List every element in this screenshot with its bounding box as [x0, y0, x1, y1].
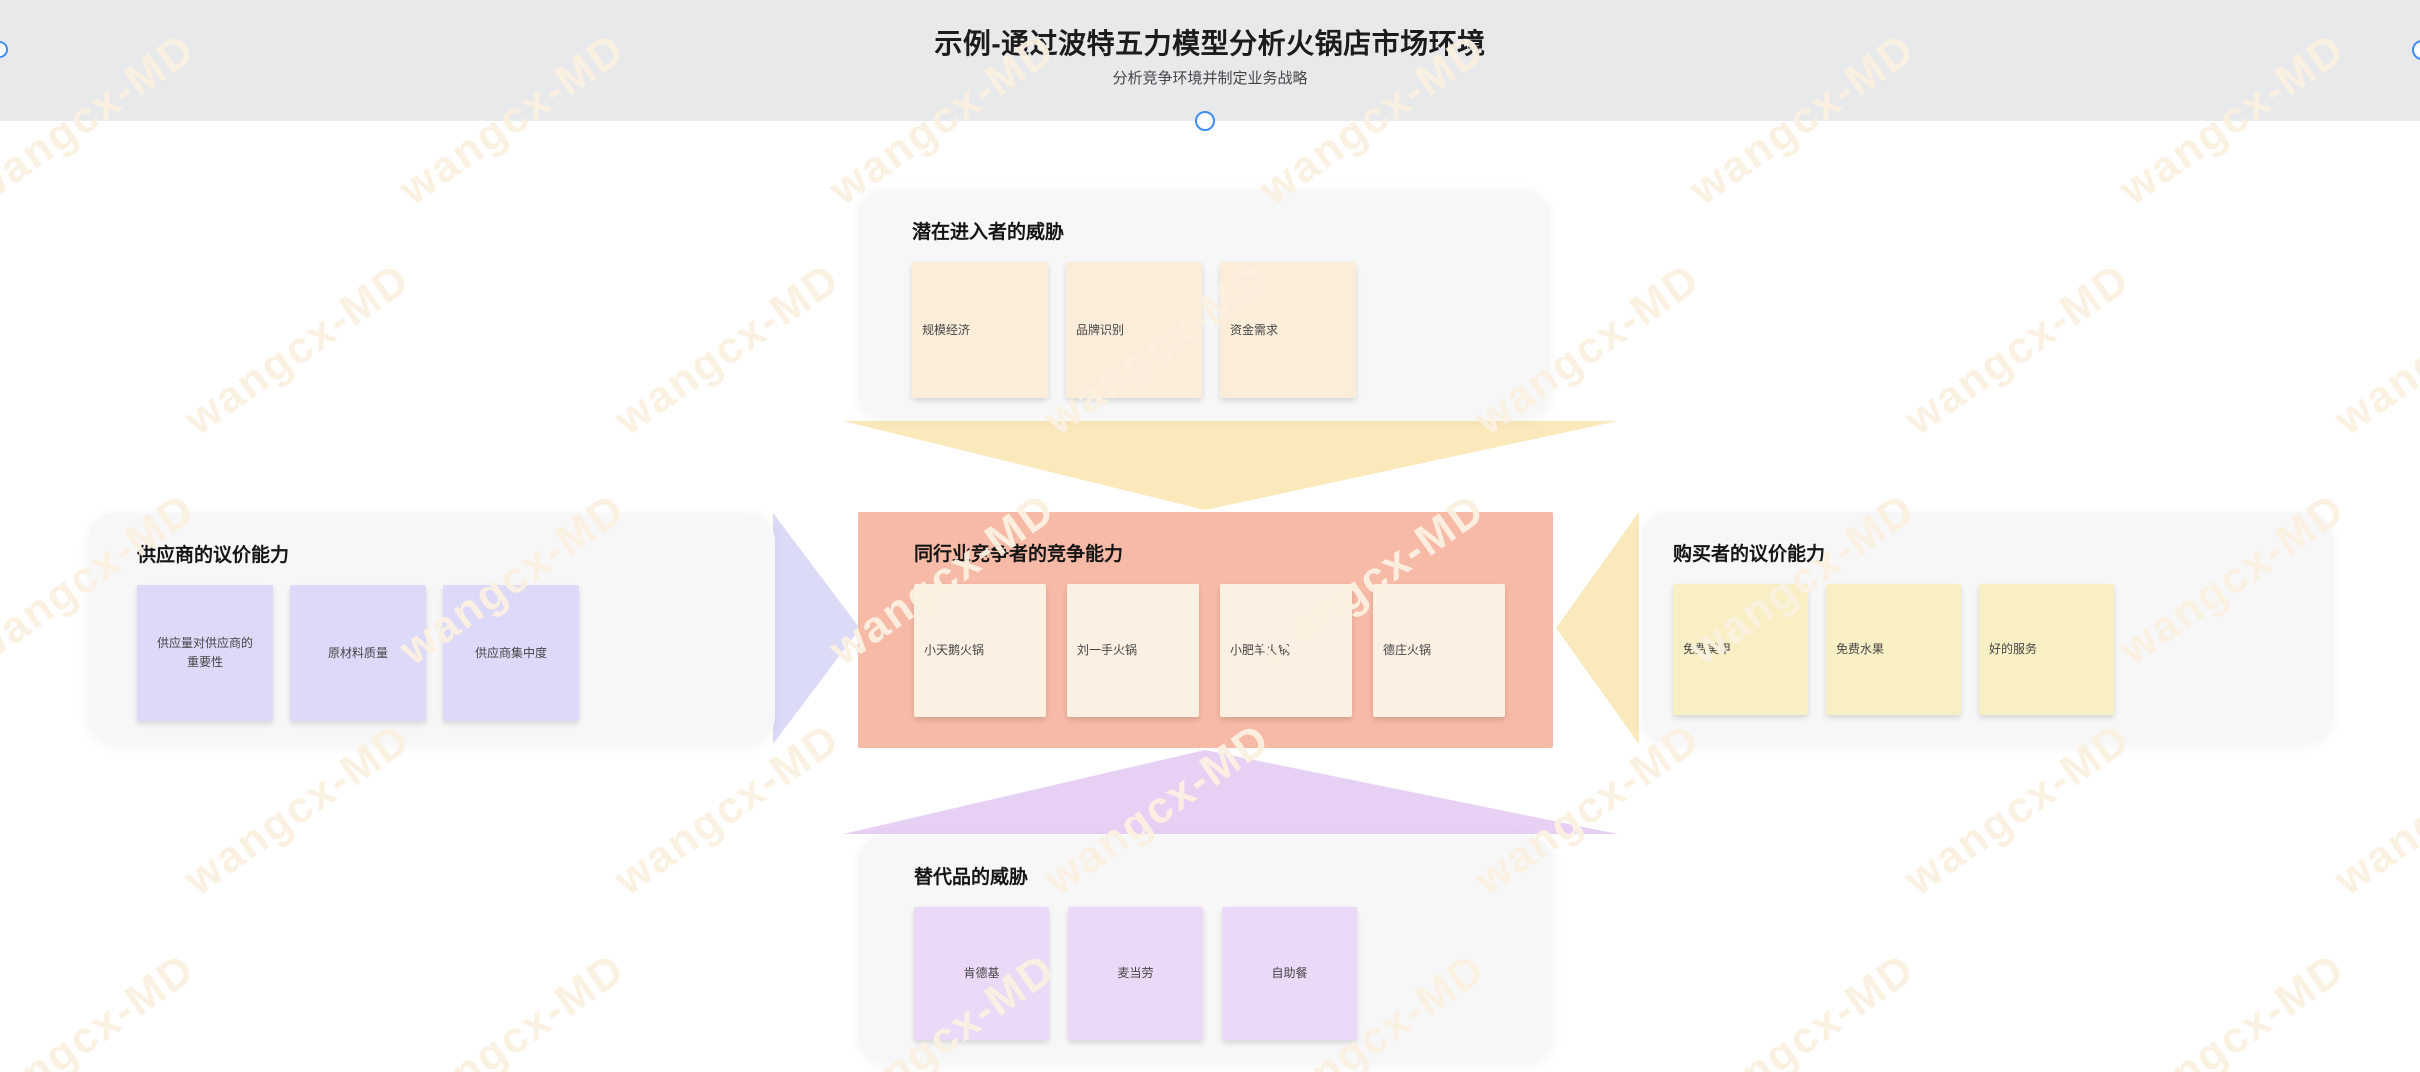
- card-row: 小天鹅火锅 刘一手火锅 小肥羊火锅 德庄火锅: [914, 584, 1553, 717]
- note-card[interactable]: 自助餐: [1222, 907, 1357, 1040]
- watermark-text: wangcx-MD: [390, 943, 634, 1072]
- header-band: 示例-通过波特五力模型分析火锅店市场环境 分析竞争环境并制定业务战略: [0, 0, 2420, 121]
- section-title: 供应商的议价能力: [137, 545, 290, 566]
- note-card[interactable]: 品牌识别: [1066, 262, 1202, 398]
- note-card[interactable]: 供应量对供应商的重要性: [137, 585, 273, 721]
- note-card[interactable]: 好的服务: [1979, 584, 2114, 715]
- arrow-top-to-center[interactable]: [843, 421, 1618, 510]
- note-card[interactable]: 规模经济: [912, 262, 1048, 398]
- note-card[interactable]: 德庄火锅: [1373, 584, 1505, 717]
- note-card[interactable]: 小天鹅火锅: [914, 584, 1046, 717]
- note-card[interactable]: 刘一手火锅: [1067, 584, 1199, 717]
- card-row: 肯德基 麦当劳 自助餐: [914, 907, 1553, 1040]
- watermark-text: wangcx-MD: [605, 253, 849, 445]
- watermark-text: wangcx-MD: [1680, 943, 1924, 1072]
- watermark-text: wangcx-MD: [2325, 713, 2420, 905]
- arrow-bottom-to-center[interactable]: [843, 750, 1618, 834]
- note-card[interactable]: 供应商集中度: [443, 585, 579, 721]
- watermark-text: wangcx-MD: [2110, 943, 2354, 1072]
- section-substitutes[interactable]: 替代品的威胁 肯德基 麦当劳 自助餐: [858, 835, 1553, 1063]
- note-card[interactable]: 小肥羊火锅: [1220, 584, 1352, 717]
- header-collapse-handle[interactable]: [1195, 111, 1215, 131]
- section-suppliers[interactable]: 供应商的议价能力 供应量对供应商的重要性 原材料质量 供应商集中度: [88, 513, 775, 744]
- note-card[interactable]: 免费美甲: [1673, 584, 1808, 715]
- section-title: 潜在进入者的威胁: [912, 222, 1065, 243]
- section-new-entrants[interactable]: 潜在进入者的威胁 规模经济 品牌识别 资金需求: [858, 190, 1550, 420]
- page-subtitle: 分析竞争环境并制定业务战略: [1112, 70, 1308, 87]
- arrow-left-to-center[interactable]: [773, 513, 860, 744]
- note-card[interactable]: 肯德基: [914, 907, 1049, 1040]
- section-title: 购买者的议价能力: [1673, 544, 1826, 565]
- watermark-text: wangcx-MD: [1895, 253, 2139, 445]
- section-title: 同行业竞争者的竞争能力: [914, 544, 1124, 565]
- card-row: 规模经济 品牌识别 资金需求: [912, 262, 1550, 398]
- card-row: 供应量对供应商的重要性 原材料质量 供应商集中度: [137, 585, 775, 721]
- card-row: 免费美甲 免费水果 好的服务: [1673, 584, 2333, 715]
- watermark-text: wangcx-MD: [0, 943, 204, 1072]
- note-card[interactable]: 免费水果: [1826, 584, 1961, 715]
- section-rivals[interactable]: 同行业竞争者的竞争能力 小天鹅火锅 刘一手火锅 小肥羊火锅 德庄火锅: [858, 512, 1553, 748]
- page-title: 示例-通过波特五力模型分析火锅店市场环境: [934, 28, 1486, 59]
- section-title: 替代品的威胁: [914, 867, 1029, 888]
- section-buyers[interactable]: 购买者的议价能力 免费美甲 免费水果 好的服务: [1642, 512, 2333, 744]
- note-card[interactable]: 资金需求: [1220, 262, 1356, 398]
- watermark-text: wangcx-MD: [2325, 253, 2420, 445]
- note-card[interactable]: 原材料质量: [290, 585, 426, 721]
- arrow-right-to-center[interactable]: [1556, 512, 1639, 744]
- watermark-text: wangcx-MD: [175, 253, 419, 445]
- note-card[interactable]: 麦当劳: [1068, 907, 1203, 1040]
